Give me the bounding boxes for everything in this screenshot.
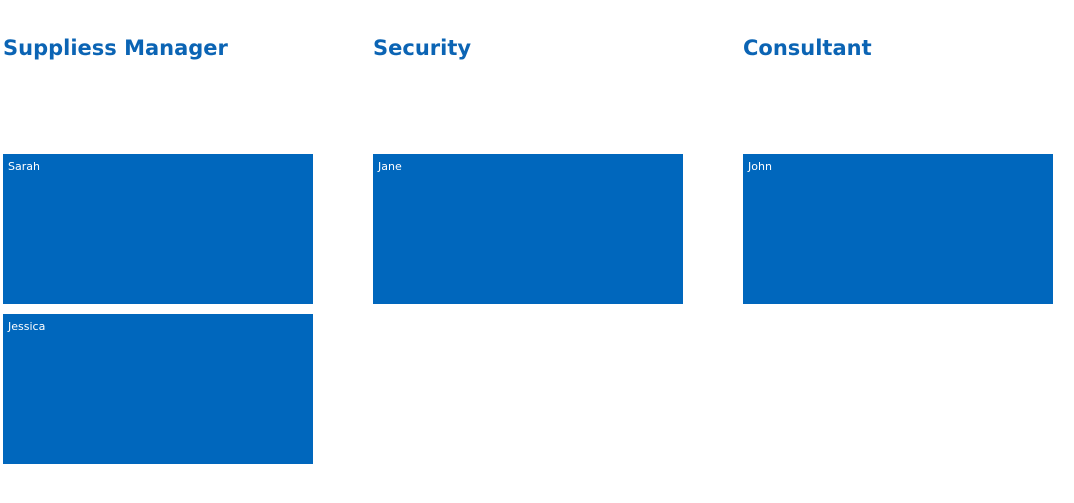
person-tile-sarah[interactable]: Sarah xyxy=(3,154,313,304)
group-title: Security xyxy=(373,36,472,60)
person-name: John xyxy=(748,160,772,173)
person-tile-jessica[interactable]: Jessica xyxy=(3,314,313,464)
group-title: Consultant xyxy=(743,36,872,60)
person-name: Sarah xyxy=(8,160,40,173)
person-tile-jane[interactable]: Jane xyxy=(373,154,683,304)
person-name: Jessica xyxy=(8,320,46,333)
group-title: Suppliess Manager xyxy=(3,36,228,60)
person-name: Jane xyxy=(378,160,402,173)
person-tile-john[interactable]: John xyxy=(743,154,1053,304)
